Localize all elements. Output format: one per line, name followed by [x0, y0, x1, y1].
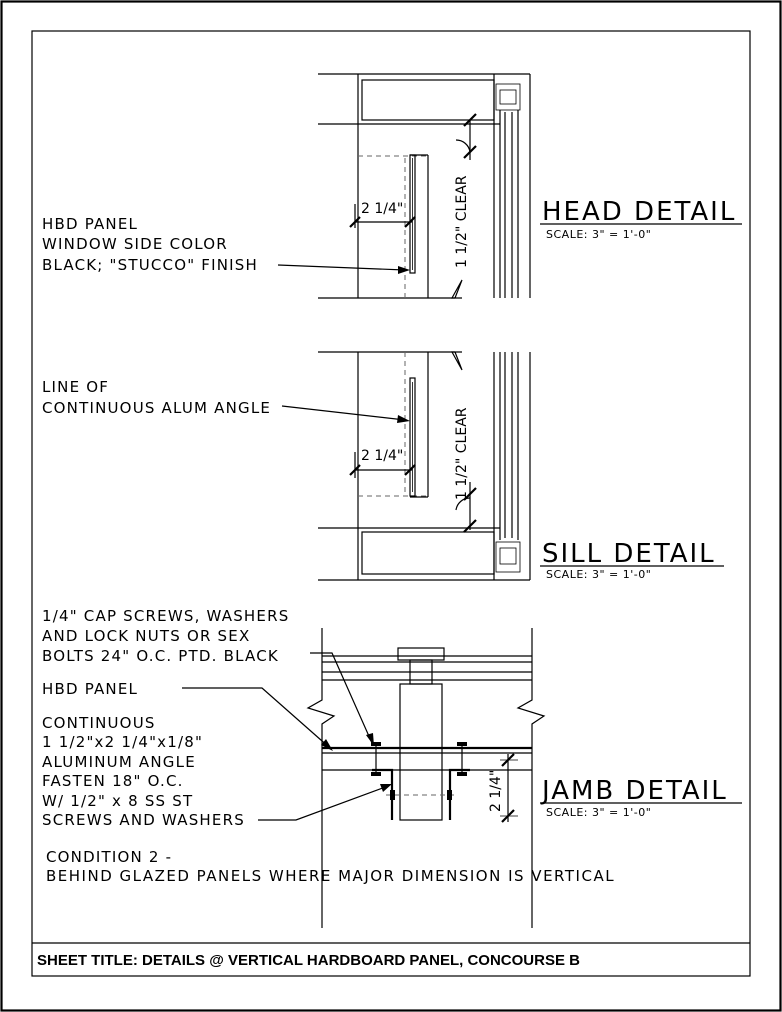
head-detail-scale: SCALE: 3" = 1'-0" — [546, 228, 651, 241]
head-note-line-2: WINDOW SIDE COLOR — [42, 235, 228, 253]
sill-dim-horizontal: 2 1/4" — [361, 448, 403, 464]
sill-detail-scale: SCALE: 3" = 1'-0" — [546, 568, 651, 581]
head-detail-title: HEAD DETAIL — [542, 197, 736, 227]
jamb-detail-drawing — [182, 628, 546, 928]
jamb-detail-title: JAMB DETAIL — [540, 776, 728, 806]
head-dim-vertical: 1 1/2" CLEAR — [454, 175, 470, 268]
jamb-dim-vertical: 2 1/4" — [488, 770, 504, 812]
head-detail-drawing — [277, 73, 531, 299]
jamb-bolt-note-line-3: BOLTS 24" O.C. PTD. BLACK — [42, 647, 279, 665]
jamb-detail-scale: SCALE: 3" = 1'-0" — [546, 806, 651, 819]
head-note-line-1: HBD PANEL — [42, 215, 138, 233]
jamb-angle-note-line-2: 1 1/2"x2 1/4"x1/8" — [42, 733, 203, 751]
jamb-angle-note-line-1: CONTINUOUS — [42, 714, 156, 732]
sill-note-line-2: CONTINUOUS ALUM ANGLE — [42, 399, 271, 417]
inner-border — [31, 30, 751, 977]
sheet-title: SHEET TITLE: DETAILS @ VERTICAL HARDBOAR… — [37, 952, 580, 969]
jamb-bolt-note-line-2: AND LOCK NUTS OR SEX — [42, 627, 250, 645]
jamb-angle-note-line-3: ALUMINUM ANGLE — [42, 753, 196, 771]
sill-detail-drawing — [281, 351, 531, 581]
sill-detail-title: SILL DETAIL — [542, 539, 716, 569]
jamb-angle-note-line-5: W/ 1/2" x 8 SS ST — [42, 792, 193, 810]
condition-line-1: CONDITION 2 - — [46, 848, 172, 866]
jamb-angle-note-line-4: FASTEN 18" O.C. — [42, 772, 184, 790]
head-note-line-3: BLACK; "STUCCO" FINISH — [42, 256, 258, 274]
jamb-angle-note-line-6: SCREWS AND WASHERS — [42, 811, 245, 829]
sill-note-line-1: LINE OF — [42, 378, 109, 396]
sill-dim-vertical: 1 1/2" CLEAR — [454, 407, 470, 500]
jamb-bolt-note-line-1: 1/4" CAP SCREWS, WASHERS — [42, 607, 289, 625]
jamb-panel-note: HBD PANEL — [42, 680, 138, 698]
head-dim-horizontal: 2 1/4" — [361, 201, 403, 217]
condition-line-2: BEHIND GLAZED PANELS WHERE MAJOR DIMENSI… — [46, 867, 615, 885]
